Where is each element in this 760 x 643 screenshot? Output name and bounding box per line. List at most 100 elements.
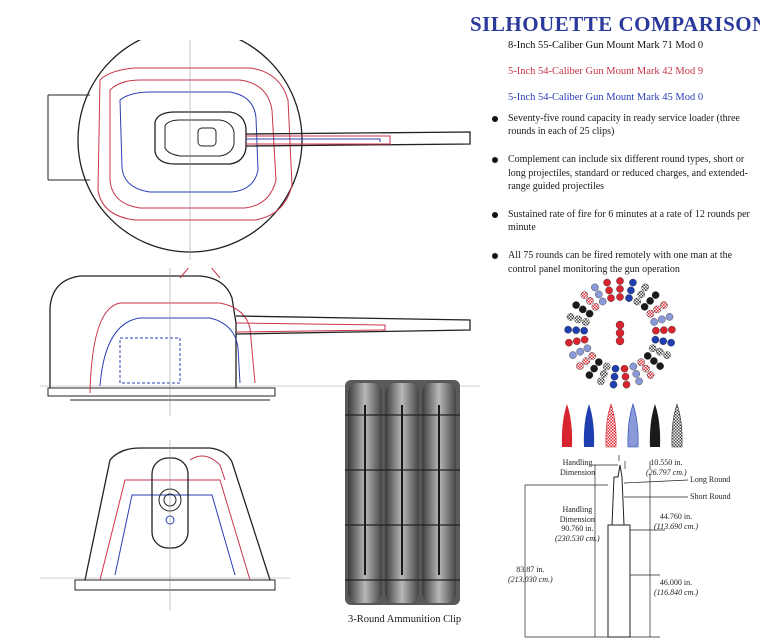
- round-dot: [573, 337, 581, 345]
- round-dot: [620, 364, 629, 373]
- round-dot: [651, 291, 660, 299]
- round-dot: [565, 338, 573, 347]
- round-dot: [643, 352, 652, 360]
- round-dot: [585, 371, 594, 379]
- round-dot: [591, 303, 600, 311]
- round-dot: [641, 283, 649, 292]
- round-dot: [650, 357, 658, 365]
- round-dot: [616, 285, 624, 293]
- dim-mid-value: 44.760 in. (113.690 cm.): [654, 512, 699, 531]
- round-dot: [629, 362, 638, 371]
- round-dot: [595, 358, 603, 366]
- feature-item: Seventy-five round capacity in ready ser…: [490, 112, 760, 138]
- feature-item: Complement can include six different rou…: [490, 153, 760, 193]
- round-dot: [632, 370, 640, 378]
- dim-low-value: 46.000 in. (116.840 cm.): [654, 578, 699, 597]
- round-dot: [667, 338, 675, 347]
- round-dot: [582, 357, 590, 365]
- round-dot: [637, 290, 645, 299]
- round-dot: [590, 364, 598, 373]
- round-dot: [668, 325, 676, 334]
- round-dot: [572, 301, 580, 309]
- round-dot: [660, 326, 668, 335]
- round-dot: [580, 335, 589, 344]
- round-dot: [629, 278, 637, 287]
- feature-item: All 75 rounds can be fired remotely with…: [490, 249, 760, 275]
- feature-list: Seventy-five round capacity in ready ser…: [490, 112, 760, 291]
- round-dot: [646, 371, 655, 379]
- page-title: SILHOUETTE COMPARISON: [470, 12, 760, 36]
- round-dot: [633, 297, 642, 306]
- label-long-round: Long Round: [690, 475, 731, 484]
- round-dot: [610, 372, 619, 381]
- round-dot: [663, 351, 671, 359]
- round-dot: [656, 362, 664, 370]
- round-dimension-drawing: [524, 455, 689, 638]
- bullet-icon: [492, 157, 498, 164]
- round-dot: [585, 309, 594, 318]
- round-dot: [605, 286, 613, 295]
- legend-mark-71: 8-Inch 55-Caliber Gun Mount Mark 71 Mod …: [508, 40, 704, 51]
- round-dot: [572, 326, 580, 335]
- round-dot: [621, 372, 630, 381]
- round-dot: [646, 309, 655, 318]
- center-rounds: [615, 320, 625, 346]
- round-dot: [591, 283, 599, 292]
- round-ring: [564, 277, 676, 389]
- round-dot: [637, 358, 645, 366]
- round-dot: [574, 315, 583, 324]
- round-dot: [609, 380, 618, 389]
- round-dot: [642, 364, 650, 373]
- round-dot: [625, 294, 633, 302]
- round-dot: [576, 347, 585, 356]
- clip-caption: 3-Round Ammunition Clip: [348, 614, 462, 625]
- round-dot: [659, 337, 667, 345]
- dim-top-value: 10.550 in. (26.797 cm.): [646, 458, 687, 477]
- round-dot: [598, 297, 607, 306]
- round-dot: [660, 301, 668, 309]
- round-dot: [627, 286, 635, 295]
- round-dot: [576, 362, 584, 370]
- round-dot: [652, 326, 660, 335]
- dim-handling-top: Handling Dimension: [560, 458, 596, 477]
- round-dot: [603, 278, 611, 287]
- round-dot: [588, 352, 597, 360]
- bullet-icon: [492, 116, 498, 122]
- ammunition-clip-photo: [345, 380, 460, 605]
- round-dot: [611, 364, 620, 373]
- round-ring-diagram: [564, 277, 676, 389]
- bullet-icon: [492, 253, 498, 260]
- bullet-icon: [492, 212, 498, 219]
- round-dot: [569, 351, 577, 359]
- round-dot: [582, 318, 590, 326]
- round-dot: [616, 277, 624, 285]
- round-dot: [653, 305, 661, 314]
- label-short-round: Short Round: [690, 492, 731, 501]
- top-view-silhouette: [47, 40, 471, 260]
- round-dot: [656, 347, 664, 356]
- round-dot: [665, 313, 674, 321]
- round-dot: [597, 377, 605, 386]
- legend-mark-45: 5-Inch 54-Caliber Gun Mount Mark 45 Mod …: [508, 92, 704, 103]
- round-dot: [635, 377, 643, 386]
- front-view-silhouette: [40, 440, 290, 610]
- round-dot: [566, 313, 575, 321]
- projectile-types: [561, 403, 683, 448]
- dim-handling: Handling Dimension 90.760 in. (230.530 c…: [555, 505, 600, 543]
- round-dot: [607, 294, 615, 302]
- round-dot: [651, 335, 660, 344]
- round-dot: [586, 297, 594, 305]
- round-dot: [658, 315, 666, 324]
- round-dot: [648, 344, 657, 353]
- round-dot: [622, 380, 631, 389]
- round-dot: [595, 290, 603, 299]
- round-dot: [564, 325, 572, 334]
- round-dot: [600, 370, 608, 378]
- round-dot: [583, 344, 592, 353]
- round-dot: [650, 318, 658, 326]
- dim-total-value: 83.87 in. (213.030 cm.): [508, 565, 553, 584]
- round-dot: [602, 362, 611, 371]
- round-dot: [646, 297, 654, 305]
- round-dot: [616, 293, 624, 301]
- feature-item: Sustained rate of fire for 6 minutes at …: [490, 208, 760, 234]
